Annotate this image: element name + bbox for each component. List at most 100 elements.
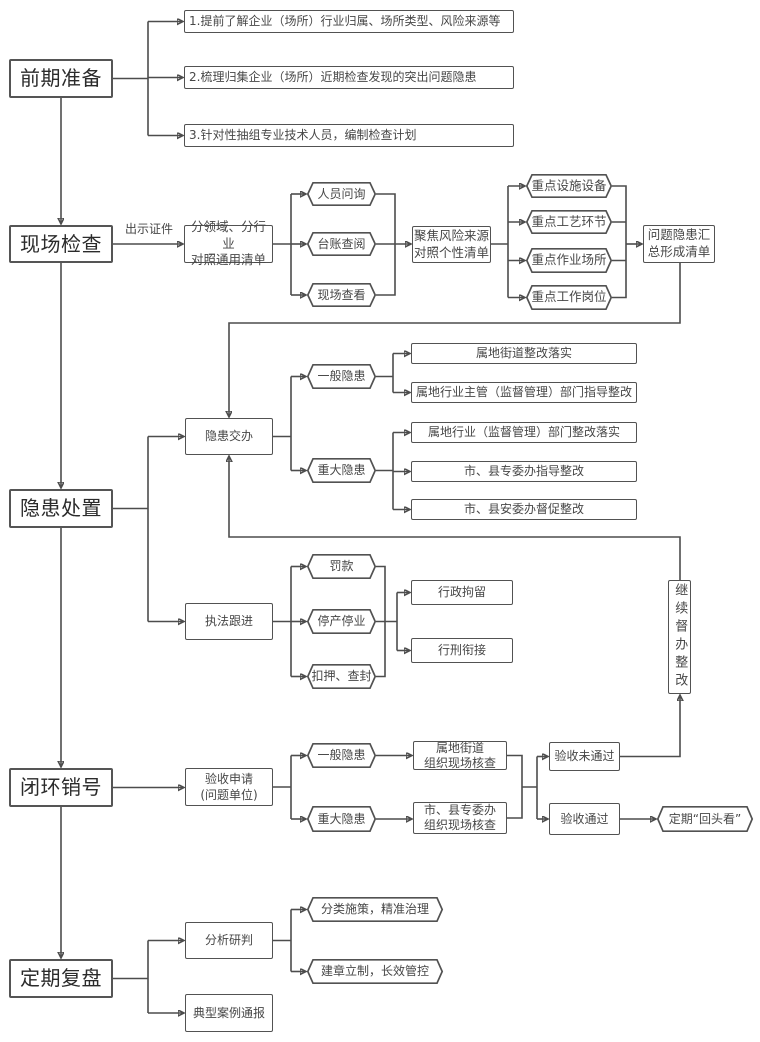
hexagon-shape	[306, 457, 377, 484]
connector	[376, 353, 394, 393]
connector	[376, 565, 398, 678]
connector	[491, 186, 509, 298]
general-checklist-box: 分领域、分行业 对照通用清单	[184, 219, 273, 267]
box-text: 属地街道整改落实	[475, 346, 572, 361]
connector	[273, 194, 292, 295]
prep-task-2: 2.梳理归集企业（场所）近期检查发现的突出问题隐患	[184, 66, 514, 89]
stage-label: 定期复盘	[20, 966, 102, 990]
enforcement-box: 执法跟进	[185, 603, 273, 640]
box-text: 属地行业（监督管理）部门整改落实	[427, 425, 620, 440]
arrow-failed-to-supervision	[620, 695, 680, 758]
stage-label: 隐患处置	[20, 496, 102, 520]
box-text: 验收通过	[560, 811, 609, 826]
box-text: 市、县安委办督促整改	[463, 502, 584, 517]
hex-text: 重大隐患	[317, 811, 366, 826]
general-action-2: 属地行业主管（监督管理）部门指导整改	[411, 382, 637, 403]
case-notice-box: 典型案例通报	[185, 994, 273, 1032]
prep-task-3: 3.针对性抽组专业技术人员，编制检查计划	[184, 124, 514, 147]
closure-major-hazard-hex: 重大隐患	[306, 805, 377, 833]
connector	[612, 185, 627, 299]
connector	[507, 754, 538, 819]
hex-text: 重点工作岗位	[531, 289, 607, 305]
general-hazard-hex: 一般隐患	[306, 363, 377, 390]
hexagon-shape	[306, 896, 444, 923]
hex-text: 停产停业	[317, 614, 366, 629]
hex-text: 一般隐患	[317, 748, 366, 763]
box-text: 行刑衔接	[437, 643, 486, 658]
box-text: 隐患交办	[204, 429, 253, 444]
closure-general-hazard-hex: 一般隐患	[306, 742, 377, 769]
hexagon-shape	[656, 805, 754, 833]
general-action-1: 属地街道整改落实	[411, 343, 637, 364]
stage-label: 闭环销号	[20, 775, 102, 799]
box-text: 分领域、分行业 对照通用清单	[190, 218, 266, 268]
focus-facilities: 重点设施设备	[525, 173, 613, 199]
connector	[273, 376, 292, 471]
measure-seizure: 扣押、查封	[306, 663, 377, 690]
hex-text: 台账查阅	[317, 236, 366, 251]
measure-suspension: 停产停业	[306, 608, 377, 635]
connector	[273, 909, 292, 972]
escalation-criminal-referral: 行刑衔接	[411, 638, 513, 663]
arrow-supervision-to-assignment	[229, 456, 681, 580]
periodic-lookback-hex: 定期“回头看”	[656, 805, 754, 833]
box-text: 属地行业主管（监督管理）部门指导整改	[415, 385, 632, 400]
hexagon-shape	[306, 181, 377, 207]
hex-text: 扣押、查封	[311, 669, 372, 684]
acceptance-failed-box: 验收未通过	[549, 742, 620, 771]
focus-posts: 重点工作岗位	[525, 284, 613, 311]
analysis-box: 分析研判	[185, 922, 273, 959]
measure-fine: 罚款	[306, 553, 377, 580]
major-action-2: 市、县专委办指导整改	[411, 461, 637, 482]
committee-verification-box: 市、县专委办 组织现场核查	[413, 802, 507, 834]
major-action-3: 市、县安委办督促整改	[411, 499, 637, 520]
connector	[113, 436, 149, 622]
outcome-targeted-governance: 分类施策，精准治理	[306, 896, 444, 923]
stage-preparation: 前期准备	[9, 59, 113, 98]
hex-text: 重点作业场所	[531, 252, 607, 268]
hex-text: 人员问询	[317, 186, 366, 201]
stage-label: 现场检查	[20, 231, 102, 256]
box-text: 属地街道 组织现场核查	[423, 741, 496, 770]
hex-text: 一般隐患	[317, 369, 366, 384]
hexagon-shape	[306, 282, 377, 308]
box-text: 执法跟进	[204, 614, 253, 629]
hexagon-shape	[525, 247, 613, 274]
hexagon-shape	[525, 173, 613, 199]
hexagon-shape	[306, 663, 377, 690]
method-ledger-review: 台账查阅	[306, 231, 377, 257]
task-text: 1.提前了解企业（场所）行业归属、场所类型、风险来源等	[189, 14, 501, 29]
hazard-summary-box: 问题隐患汇 总形成清单	[643, 225, 715, 263]
acceptance-application-box: 验收申请 (问题单位)	[185, 768, 273, 806]
connector	[376, 432, 394, 510]
hexagon-shape	[525, 284, 613, 311]
stage-periodic-review: 定期复盘	[9, 959, 113, 998]
hex-text: 重点工艺环节	[531, 213, 607, 229]
method-site-viewing: 现场查看	[306, 282, 377, 308]
box-text: 市、县专委办 组织现场核查	[423, 803, 496, 832]
hexagon-shape	[306, 608, 377, 635]
hex-text: 重点设施设备	[531, 177, 607, 193]
stage-label: 前期准备	[20, 66, 102, 90]
box-text: 问题隐患汇 总形成清单	[647, 227, 711, 259]
hexagon-shape	[306, 553, 377, 580]
major-hazard-hex: 重大隐患	[306, 457, 377, 484]
task-text: 2.梳理归集企业（场所）近期检查发现的突出问题隐患	[189, 70, 477, 85]
hex-text: 分类施策，精准治理	[320, 902, 429, 917]
box-text: 行政拘留	[437, 585, 486, 600]
hexagon-shape	[306, 363, 377, 390]
stage-onsite-inspection: 现场检查	[9, 225, 113, 263]
stage-hazard-handling: 隐患处置	[9, 489, 113, 528]
hex-text: 定期“回头看”	[668, 811, 742, 826]
outcome-long-term-control: 建章立制，长效管控	[306, 958, 444, 985]
connector	[273, 755, 292, 819]
hexagon-shape	[306, 742, 377, 769]
connector	[273, 566, 292, 677]
hexagon-shape	[306, 231, 377, 257]
hex-text: 罚款	[329, 559, 354, 574]
prep-task-1: 1.提前了解企业（场所）行业归属、场所类型、风险来源等	[184, 10, 514, 33]
hexagon-shape	[306, 805, 377, 833]
task-text: 3.针对性抽组专业技术人员，编制检查计划	[189, 128, 417, 143]
